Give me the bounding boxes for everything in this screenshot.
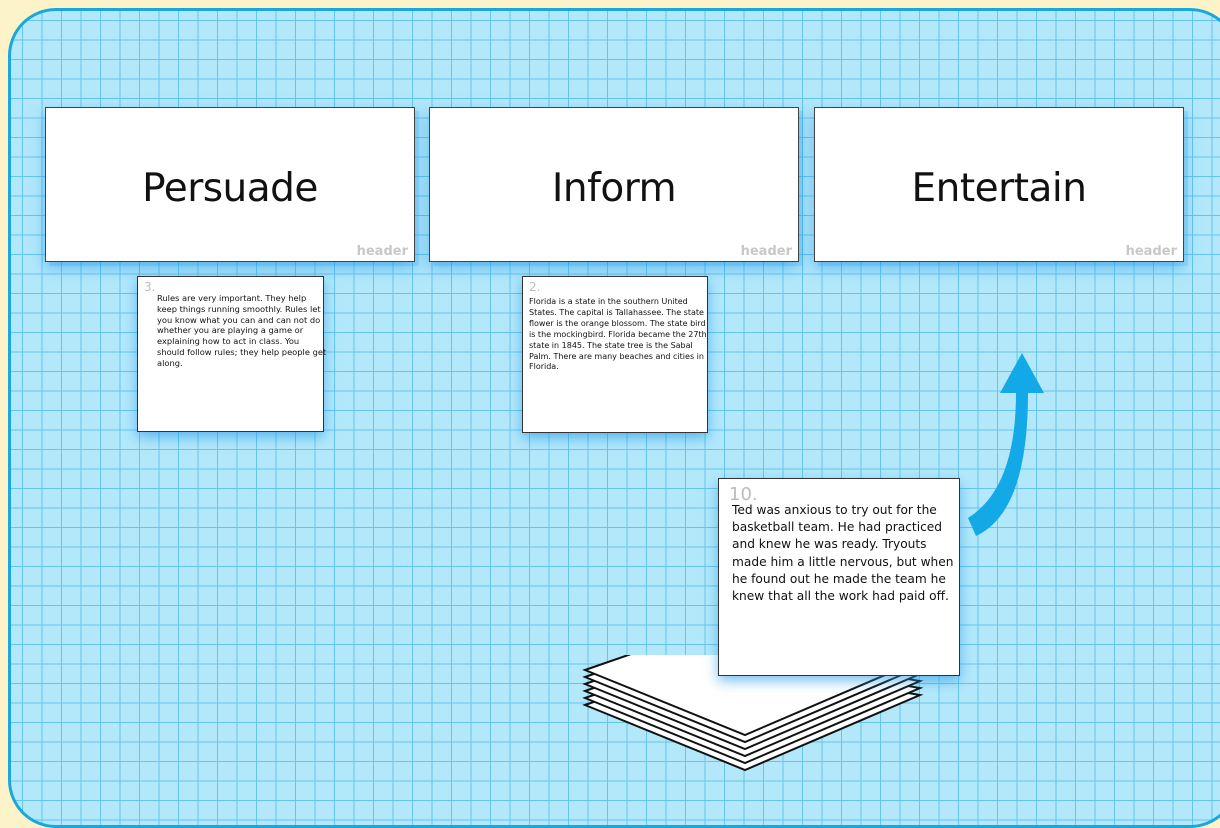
card-deck-icon[interactable] xyxy=(580,655,930,775)
text-card-2[interactable]: 2. Florida is a state in the southern Un… xyxy=(522,276,708,433)
header-card-entertain[interactable]: Entertain header xyxy=(814,107,1184,262)
header-title-entertain: Entertain xyxy=(911,166,1087,211)
header-tag: header xyxy=(356,244,408,259)
card-number: 10. xyxy=(729,484,758,505)
card-number: 2. xyxy=(529,280,541,294)
card-text: Florida is a state in the southern Unite… xyxy=(529,297,707,372)
header-tag: header xyxy=(740,244,792,259)
header-card-persuade[interactable]: Persuade header xyxy=(45,107,415,262)
card-text: Rules are very important. They help keep… xyxy=(157,293,327,368)
header-title-persuade: Persuade xyxy=(142,166,318,211)
header-tag: header xyxy=(1125,244,1177,259)
card-text: Ted was anxious to try out for the baske… xyxy=(732,503,954,604)
text-card-10[interactable]: 10. Ted was anxious to try out for the b… xyxy=(718,478,960,676)
card-number: 3. xyxy=(144,280,156,294)
text-card-3[interactable]: 3. Rules are very important. They help k… xyxy=(137,276,327,432)
header-card-inform[interactable]: Inform header xyxy=(429,107,799,262)
header-title-inform: Inform xyxy=(551,166,677,211)
curved-arrow-up-icon xyxy=(968,353,1044,536)
